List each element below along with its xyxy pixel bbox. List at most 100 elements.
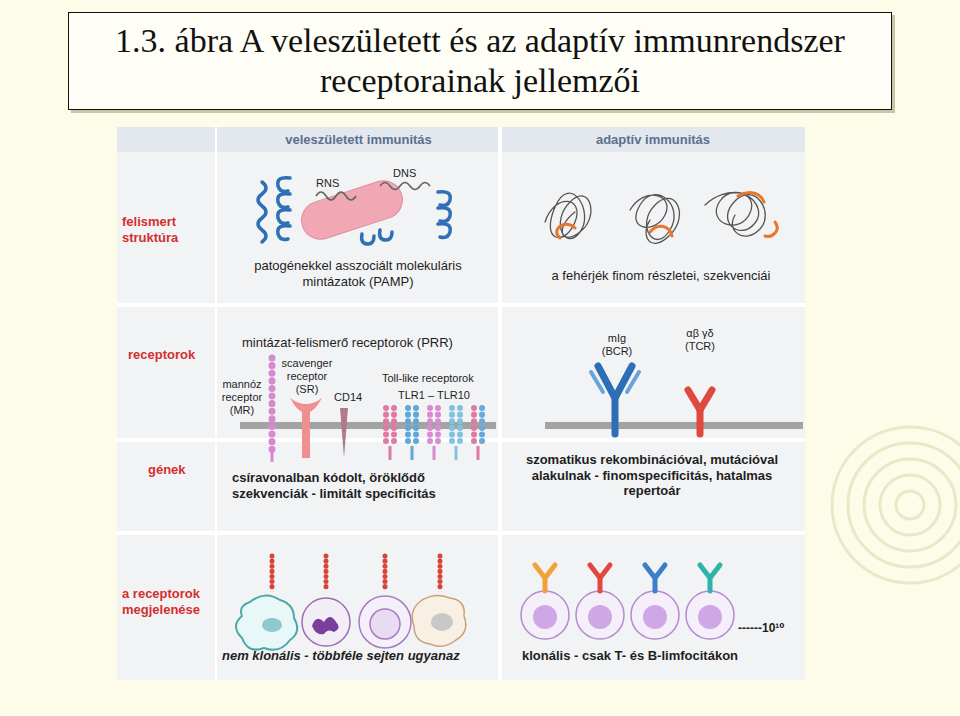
bacterium-part-part xyxy=(438,224,450,238)
receptor-label: mIg (BCR) xyxy=(596,332,638,358)
protein-scribbles-part xyxy=(650,226,672,236)
swirl-decoration-part xyxy=(848,443,960,567)
innate-cells-part xyxy=(272,556,440,590)
innate-receptors-part xyxy=(340,408,348,458)
row-label: gének xyxy=(148,462,186,478)
protein-scribbles-part xyxy=(705,192,765,236)
cell-text: szomatikus rekombinációval, mutációval a… xyxy=(503,452,801,499)
bacterium xyxy=(258,176,450,244)
innate-receptors-part xyxy=(290,398,322,413)
innate-cells-part-part xyxy=(383,556,388,590)
innate-receptors-part-part xyxy=(449,408,455,446)
receptor-label: αβ γδ (TCR) xyxy=(679,327,721,353)
receptor-label: mannóz receptor (MR) xyxy=(217,378,267,418)
innate-receptors-part-part xyxy=(405,408,411,446)
lymphocytes-part xyxy=(521,591,569,639)
innate-cells-part xyxy=(370,609,400,639)
bacterium-part-part xyxy=(278,194,290,208)
receptor-label: TLR1 – TLR10 xyxy=(398,389,470,402)
innate-receptors-part-part xyxy=(455,446,458,460)
innate-cells-part-part xyxy=(438,556,443,590)
innate-cells-part xyxy=(262,618,282,632)
bacterium-part-part xyxy=(258,182,266,242)
protein-scribbles-part xyxy=(557,224,575,238)
swirl-decoration xyxy=(832,427,960,583)
innate-receptors-part-part xyxy=(413,408,419,446)
innate-cells-part-part xyxy=(324,556,329,590)
protein-scribbles xyxy=(545,192,777,243)
lymphocytes-part xyxy=(533,605,557,629)
protein-scribbles-part xyxy=(630,195,679,244)
bacterium-part-part xyxy=(278,178,290,192)
row-label: receptorok xyxy=(128,347,195,363)
innate-receptors-part-part xyxy=(433,446,436,460)
adaptive-receptors-part xyxy=(615,366,632,398)
innate-receptors-part-part xyxy=(479,408,485,446)
lymphocytes-part-part xyxy=(710,565,720,578)
receptor-label: scavenger receptor (SR) xyxy=(275,357,339,397)
bacterium-part-part xyxy=(438,192,450,206)
innate-cells-part xyxy=(412,595,466,646)
lymphocytes-part xyxy=(535,565,720,591)
lymphocytes-part-part xyxy=(655,565,665,578)
bacterium-part xyxy=(258,178,450,244)
innate-receptors-part-part xyxy=(435,408,441,446)
panel-grid xyxy=(117,127,805,680)
swirl-decoration-part xyxy=(864,459,956,551)
header-band: veleszületett immunitás xyxy=(218,128,499,151)
row-label: a receptorok megjelenése xyxy=(122,586,216,617)
innate-cells xyxy=(236,556,466,650)
lymphocytes-part xyxy=(588,605,612,629)
innate-cells-part xyxy=(431,613,453,631)
innate-cells-part xyxy=(302,598,350,646)
swirl-decoration-part xyxy=(896,491,924,519)
group-label: mintázat-felismerő receptorok (PRR) xyxy=(242,335,453,351)
innate-cells-part xyxy=(236,595,297,649)
lymphocytes-part xyxy=(698,605,722,629)
count-note: ------10¹⁰ xyxy=(738,621,785,635)
innate-receptors-part xyxy=(271,452,274,462)
bacterium-part-part xyxy=(438,208,450,222)
row-label: felismert struktúra xyxy=(122,214,214,245)
swirl-decoration-part xyxy=(880,475,940,535)
panel-grid-part xyxy=(117,303,805,307)
adaptive-receptors-part xyxy=(627,372,639,392)
bacterium-part-part xyxy=(278,226,290,240)
protein-scribbles-part xyxy=(738,193,764,202)
membrane xyxy=(240,422,803,429)
panel-grid-part xyxy=(117,127,805,152)
adaptive-receptors-part xyxy=(700,390,712,410)
cell-text: a fehérjék finom részletei, szekvenciái xyxy=(525,268,797,284)
lymphocytes-part-part xyxy=(600,565,610,578)
bacterium-part xyxy=(316,192,356,200)
protein-scribbles-part xyxy=(765,222,777,236)
molecule-label: DNS xyxy=(393,167,416,180)
bacterium-part xyxy=(380,183,430,190)
lymphocytes-part xyxy=(631,591,679,639)
bacterium-part-part xyxy=(362,234,374,244)
molecule-label: RNS xyxy=(316,177,339,190)
cell-text: csíravonalban kódolt, öröklődő szekvenci… xyxy=(232,470,484,501)
innate-receptors-part-part xyxy=(383,408,389,446)
title-text: 1.3. ábra A veleszületett és az adaptív … xyxy=(74,21,886,101)
innate-receptors-part-part xyxy=(471,408,477,446)
receptor-label: Toll-like receptorok xyxy=(382,372,474,385)
header-band: adaptív immunitás xyxy=(502,128,804,151)
panel-grid-part xyxy=(215,127,217,680)
innate-receptors-part-part xyxy=(411,446,414,460)
panel-grid-part xyxy=(117,127,805,680)
adaptive-receptors xyxy=(591,366,712,434)
lymphocytes-part xyxy=(643,605,667,629)
innate-receptors-part xyxy=(386,408,482,446)
lymphocytes-part-part xyxy=(545,565,555,578)
innate-receptors-part-part xyxy=(477,446,480,460)
innate-receptors-part xyxy=(302,410,310,458)
adaptive-receptors-part xyxy=(591,372,603,392)
panel-grid-part xyxy=(498,127,502,680)
title-box: 1.3. ábra A veleszületett és az adaptív … xyxy=(68,12,892,110)
header-text: adaptív immunitás xyxy=(596,132,710,147)
innate-cells-part-part xyxy=(270,556,275,590)
lymphocytes-part xyxy=(576,591,624,639)
swirl-decoration-part xyxy=(832,427,960,583)
